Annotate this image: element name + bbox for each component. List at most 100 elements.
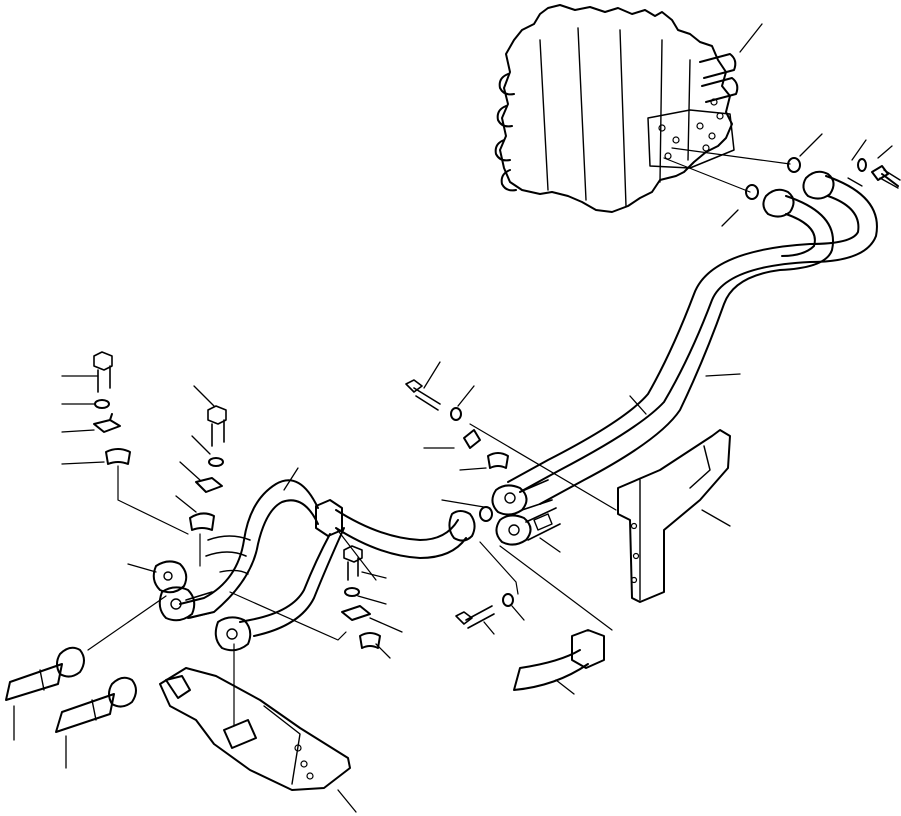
hose bbox=[6, 664, 62, 700]
leader-line bbox=[512, 606, 524, 620]
return-tube-inner bbox=[508, 196, 858, 482]
upper-tube-pair bbox=[508, 172, 877, 504]
bracket-plate bbox=[160, 668, 350, 790]
leader-line bbox=[180, 462, 200, 480]
guide-line bbox=[230, 592, 346, 640]
valve-spool-cap bbox=[502, 170, 516, 190]
leader-line bbox=[706, 374, 740, 376]
bracket-fold bbox=[264, 706, 300, 784]
leader-line bbox=[848, 178, 862, 186]
hose-fitting bbox=[572, 630, 604, 668]
tube-clamp-block bbox=[316, 500, 342, 536]
loop-tube-b-outer bbox=[240, 534, 330, 622]
washer bbox=[95, 400, 109, 408]
o-ring bbox=[746, 185, 758, 199]
hose-band bbox=[40, 670, 44, 690]
side-tube bbox=[220, 570, 248, 574]
tube-stub bbox=[186, 592, 214, 618]
tube-stub bbox=[520, 480, 552, 510]
valve-mount-face bbox=[648, 110, 734, 168]
hose-fitting-flange bbox=[57, 648, 84, 677]
hose-fitting-flange bbox=[109, 678, 136, 707]
tube-flange bbox=[496, 515, 530, 544]
assembly-guide-lines bbox=[88, 148, 790, 726]
bracket-hole bbox=[632, 524, 637, 529]
tube-flange bbox=[160, 587, 195, 620]
leader-line bbox=[852, 140, 866, 160]
leader-line bbox=[192, 436, 210, 454]
middle-flange-pair bbox=[492, 480, 560, 545]
tube-flange bbox=[216, 617, 251, 650]
leader-line bbox=[556, 680, 574, 694]
side-tube bbox=[206, 536, 250, 556]
guide-line bbox=[500, 546, 612, 630]
clamp-half bbox=[106, 449, 130, 464]
leader-line bbox=[358, 596, 386, 604]
loop-tube-b-inner bbox=[254, 528, 344, 636]
leader-line bbox=[740, 24, 762, 52]
hose-band bbox=[92, 700, 96, 720]
valve-port-hole bbox=[703, 145, 709, 151]
washer bbox=[345, 588, 359, 596]
washer bbox=[503, 594, 513, 606]
right-support-bracket bbox=[618, 430, 730, 602]
washer bbox=[209, 458, 223, 466]
leader-line bbox=[62, 430, 94, 432]
clip bbox=[342, 606, 370, 620]
leader-line bbox=[722, 210, 738, 226]
hose bbox=[514, 650, 588, 690]
leader-line bbox=[338, 790, 356, 812]
o-ring bbox=[480, 507, 492, 521]
valve-port-hole bbox=[665, 153, 671, 159]
leader-line bbox=[460, 468, 486, 470]
bracket-hole bbox=[634, 554, 639, 559]
valve-spool-cap bbox=[496, 140, 510, 160]
pressure-tube-inner bbox=[782, 214, 815, 256]
valve-section-line bbox=[620, 30, 626, 206]
flange-bore bbox=[509, 525, 519, 535]
flange-bolt bbox=[872, 166, 898, 186]
leader-line bbox=[540, 538, 560, 552]
valve-port-hole bbox=[673, 137, 679, 143]
washer bbox=[451, 408, 461, 420]
loop-tube-a-inner bbox=[188, 500, 318, 618]
flange-bolt bbox=[406, 380, 440, 410]
bracket-plate bbox=[618, 430, 730, 602]
leader-line bbox=[424, 362, 440, 388]
right-lower-hose bbox=[514, 630, 604, 690]
lower-tube-assembly bbox=[154, 480, 492, 650]
flange-bolt bbox=[456, 606, 494, 628]
guide-line bbox=[336, 528, 376, 580]
clamp-half bbox=[190, 513, 214, 530]
valve-section-line bbox=[578, 28, 586, 200]
leader-line bbox=[878, 146, 892, 158]
tube-flange bbox=[154, 561, 187, 592]
return-tube-outer bbox=[520, 176, 877, 492]
clip bbox=[94, 414, 120, 432]
tube-stub bbox=[526, 508, 560, 540]
bracket-flange bbox=[690, 446, 710, 488]
leader-line bbox=[128, 564, 156, 572]
clamp bbox=[534, 514, 552, 530]
main-tube-bottom bbox=[336, 528, 466, 558]
lower-left-hoses bbox=[6, 648, 136, 732]
clamp-half bbox=[360, 633, 380, 648]
leader-line bbox=[62, 462, 104, 464]
leader-line bbox=[800, 134, 822, 156]
valve-spool-cap bbox=[498, 106, 512, 126]
valve-port-hole bbox=[717, 113, 723, 119]
tube-flange bbox=[763, 190, 793, 217]
fastener-stack-center bbox=[342, 380, 513, 648]
bracket-hole bbox=[307, 773, 313, 779]
leader-line bbox=[194, 386, 214, 406]
callout-leader-lines bbox=[14, 24, 892, 812]
bracket-hole bbox=[301, 761, 307, 767]
clip bbox=[196, 478, 222, 492]
control-valve-body bbox=[500, 5, 732, 212]
clamp-half bbox=[488, 453, 508, 468]
guide-line bbox=[480, 542, 518, 594]
tube-flange bbox=[449, 511, 474, 541]
guide-line bbox=[118, 466, 188, 534]
hose bbox=[56, 694, 114, 732]
tube-flange bbox=[803, 172, 833, 199]
